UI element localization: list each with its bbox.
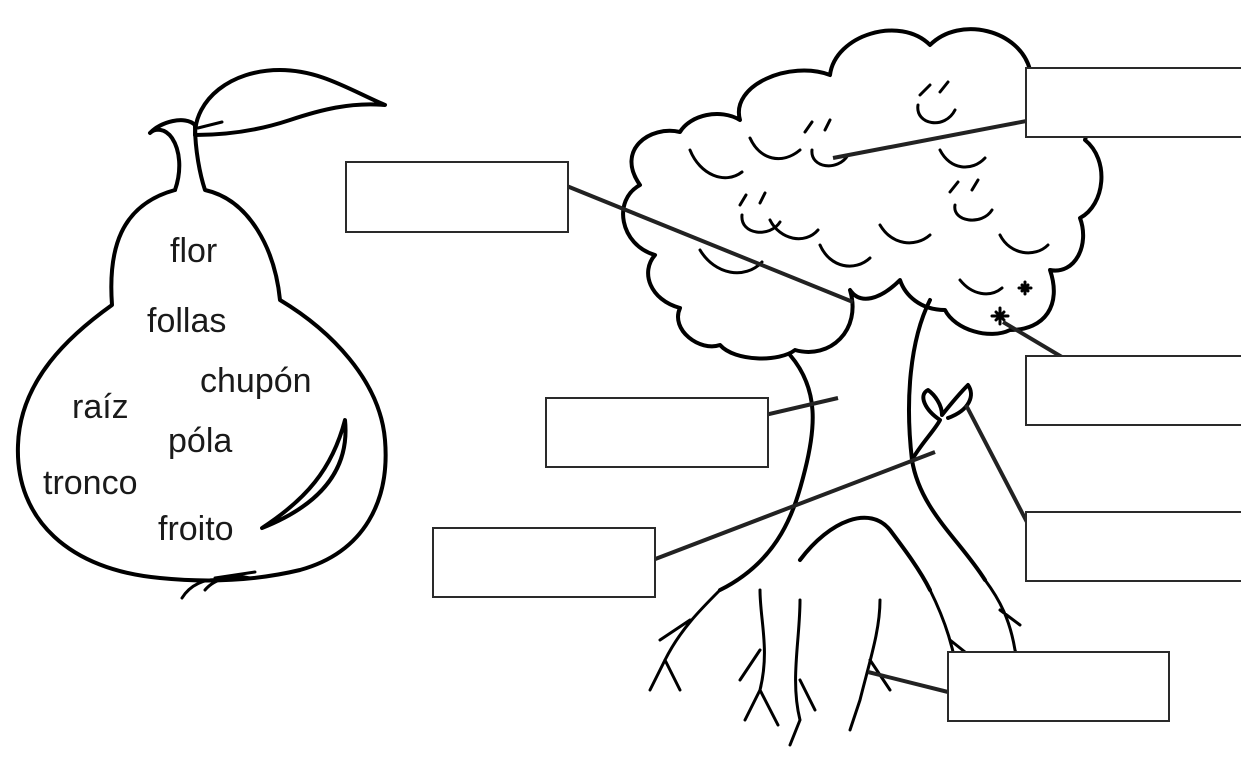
- leader-line: [867, 670, 961, 697]
- word-follas: follas: [147, 302, 226, 340]
- word-flor: flor: [170, 232, 217, 270]
- canopy-scallops: [688, 136, 1050, 296]
- answer-box-2[interactable]: [1025, 67, 1241, 138]
- answer-box-6[interactable]: [1025, 511, 1241, 582]
- tree-drawing: [621, 27, 1104, 747]
- answer-box-1[interactable]: [345, 161, 569, 233]
- answer-box-7[interactable]: [947, 651, 1170, 722]
- tree-canopy: [621, 27, 1104, 361]
- pear-word-bank: flor follas chupón raíz póla tronco froi…: [15, 68, 388, 600]
- pear-leaf: [193, 68, 387, 137]
- small-flowers: [990, 280, 1033, 326]
- canopy-buds: [738, 80, 994, 234]
- word-froito: froito: [158, 510, 234, 548]
- word-raiz: raíz: [72, 388, 129, 426]
- pear-bottom-tuft: [180, 570, 257, 600]
- word-chupon: chupón: [200, 362, 312, 400]
- tree-roots: [648, 578, 1027, 747]
- answer-boxes: [345, 67, 1241, 722]
- answer-box-5[interactable]: [432, 527, 656, 598]
- answer-box-3[interactable]: [545, 397, 769, 468]
- sucker-shoot: [910, 383, 973, 462]
- pear-stem: [148, 118, 197, 192]
- leader-line: [832, 116, 1043, 160]
- leader-line: [546, 176, 854, 304]
- word-pola: póla: [168, 422, 232, 460]
- pear-highlight: [260, 418, 348, 530]
- word-tronco: tronco: [43, 464, 138, 502]
- answer-box-4[interactable]: [1025, 355, 1241, 426]
- leader-line: [636, 450, 936, 568]
- pear-leaf-vein: [196, 120, 224, 130]
- pear-outline: [15, 123, 388, 583]
